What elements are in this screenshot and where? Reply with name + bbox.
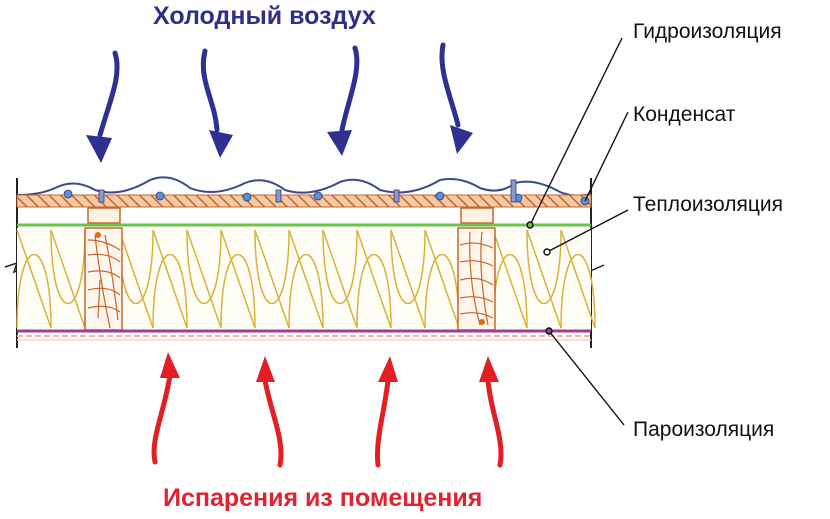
arrowhead-up-icon	[256, 356, 275, 382]
cold-air-title: Холодный воздух	[153, 2, 376, 30]
cold-air-arrow-icon	[97, 50, 120, 138]
droplet-icon	[435, 191, 445, 201]
droplet-icon	[242, 192, 252, 202]
vapor-arrowheads	[160, 352, 499, 382]
arrowhead-down-icon	[209, 130, 233, 158]
rafter	[84, 227, 123, 331]
insulation-loop	[288, 253, 324, 329]
leader-condensate	[584, 111, 629, 202]
vapor-arrows	[151, 372, 504, 468]
insulation-fiber	[186, 229, 222, 329]
insulation-fiber	[50, 229, 86, 329]
room-vapor-title: Испарения из помещения	[163, 484, 482, 512]
fastener-icon	[275, 189, 282, 203]
arrowhead-up-icon	[479, 356, 499, 382]
insulation-fiber	[220, 229, 256, 329]
insulation-fiber	[526, 229, 562, 329]
arrowhead-up-icon	[378, 356, 398, 382]
leader-lines	[529, 37, 629, 426]
pointer-dot-icon	[543, 248, 551, 256]
label-vapor-barrier: Пароизоляция	[633, 418, 774, 441]
cold-air-arrows	[97, 42, 461, 138]
label-insulation: Теплоизоляция	[633, 193, 783, 216]
droplet-icon	[63, 189, 73, 199]
arrowhead-up-icon	[160, 352, 180, 378]
insulation-loop	[526, 229, 562, 305]
insulation-fiber	[390, 229, 426, 329]
insulation-loop	[356, 253, 392, 329]
insulation-loop	[186, 229, 222, 305]
insulation-loop	[254, 229, 290, 305]
cold-air-arrow-icon	[439, 42, 461, 128]
rafter	[457, 227, 496, 331]
insulation-loop	[560, 253, 596, 329]
counter-batten	[460, 207, 494, 224]
droplet-icon	[313, 191, 323, 201]
insulation-fiber	[118, 229, 154, 329]
pointer-dot-icon	[545, 327, 553, 335]
insulation-loop	[390, 229, 426, 305]
leader-insulation	[546, 209, 629, 253]
fastener-icon	[98, 189, 105, 203]
vapor-arrow-icon	[485, 377, 504, 468]
leader-vapor-barrier	[548, 330, 625, 426]
insulation-loop	[16, 253, 52, 329]
insulation-fiber	[560, 229, 596, 329]
cold-air-arrow-icon	[339, 45, 360, 133]
insulation-fiber	[254, 229, 290, 329]
leader-dots	[526, 221, 553, 335]
droplet-icon	[155, 191, 165, 201]
insulation-fiber	[356, 229, 392, 329]
insulation-fiber	[492, 229, 528, 329]
label-waterproofing: Гидроизоляция	[633, 20, 782, 43]
label-condensate: Конденсат	[633, 103, 736, 126]
insulation-loop	[152, 253, 188, 329]
cold-air-arrowheads	[86, 125, 473, 163]
cold-air-arrow-icon	[200, 48, 220, 133]
fastener-icon	[393, 189, 400, 203]
vapor-arrow-icon	[374, 377, 391, 468]
leader-waterproofing	[529, 37, 623, 226]
insulation-fiber	[424, 229, 460, 329]
insulation-loop	[50, 229, 86, 305]
vapor-arrow-icon	[262, 377, 284, 468]
vapor-arrow-icon	[151, 372, 173, 465]
arrowhead-down-icon	[450, 125, 473, 154]
arrowhead-down-icon	[86, 135, 112, 163]
arrowhead-down-icon	[327, 130, 352, 156]
counter-batten	[87, 207, 121, 224]
insulation-fiber	[16, 229, 52, 329]
insulation-loop	[220, 253, 256, 329]
fastener-icon	[510, 179, 517, 203]
insulation-loop	[322, 229, 358, 305]
pointer-dot-icon	[526, 221, 534, 229]
insulation-fiber	[322, 229, 358, 329]
insulation-fiber	[288, 229, 324, 329]
insulation-fiber	[152, 229, 188, 329]
